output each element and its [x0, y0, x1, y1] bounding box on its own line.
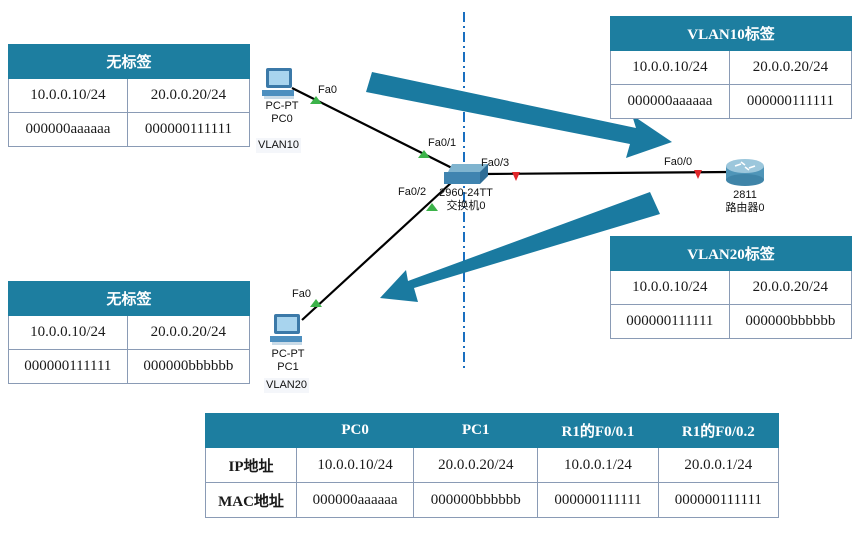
link-switch-router[interactable] [483, 170, 731, 176]
frame-dst-mac: 000000111111 [126, 112, 251, 147]
frame-src-mac: 000000aaaaaa [8, 112, 128, 147]
router-model-label: 2811 [733, 189, 757, 201]
frame-src-mac: 000000aaaaaa [610, 84, 730, 119]
arrow-to-router [366, 72, 672, 158]
router-port-label: Fa0/0 [664, 156, 693, 168]
row-label: MAC地址 [205, 482, 297, 518]
arrow-to-pc1 [380, 192, 660, 302]
table-cell: 000000aaaaaa [295, 482, 415, 518]
frame-dst-ip: 10.0.0.10/24 [8, 315, 128, 350]
table-cell: 000000111111 [537, 482, 659, 518]
address-table-header: R1的F0/0.1 [537, 413, 659, 448]
pc1-name-label: PC1 [277, 361, 299, 373]
table-cell: 20.0.0.1/24 [657, 447, 780, 483]
frame-src-mac: 000000111111 [610, 304, 730, 339]
table-row: MAC地址 000000aaaaaa 000000bbbbbb 00000011… [205, 482, 780, 518]
frame-title: 无标签 [8, 281, 250, 316]
frame-dst-ip: 10.0.0.10/24 [8, 78, 128, 113]
address-table-header: PC1 [413, 413, 539, 448]
pc0-vlan-label: VLAN10 [256, 138, 301, 153]
frame-src-ip: 20.0.0.20/24 [126, 315, 251, 350]
table-cell: 000000111111 [657, 482, 780, 518]
frame-dst-mac: 000000111111 [728, 84, 853, 119]
table-cell: 10.0.0.10/24 [295, 447, 415, 483]
pc1-model-label: PC-PT [271, 348, 305, 360]
pc1-icon[interactable] [270, 314, 302, 345]
link-up-indicator [418, 150, 430, 158]
router-name-label: 路由器0 [725, 202, 765, 214]
frame-title: VLAN20标签 [610, 236, 852, 271]
frame-title: 无标签 [8, 44, 250, 79]
pc0-port-label: Fa0 [318, 84, 337, 96]
address-table-header: R1的F0/0.2 [657, 413, 780, 448]
pc1-port-label: Fa0 [292, 288, 311, 300]
link-up-indicator [426, 203, 438, 211]
frame-src-ip: 20.0.0.20/24 [126, 78, 251, 113]
link-up-indicator [310, 299, 322, 307]
pc1-vlan-label: VLAN20 [264, 378, 309, 393]
table-row: IP地址 10.0.0.10/24 20.0.0.20/24 10.0.0.1/… [205, 447, 780, 483]
switch-port-fa02-label: Fa0/2 [398, 186, 427, 198]
switch-port-fa01-label: Fa0/1 [428, 137, 457, 149]
frame-title: VLAN10标签 [610, 16, 852, 51]
table-cell: 000000bbbbbb [413, 482, 539, 518]
pc0-model-label: PC-PT [265, 100, 299, 112]
link-down-indicator [512, 172, 520, 181]
frame-src-ip: 20.0.0.20/24 [728, 270, 853, 305]
frame-dst-mac: 000000bbbbbb [126, 349, 251, 384]
pc0-name-label: PC0 [271, 113, 293, 125]
frame-dst-mac: 000000bbbbbb [728, 304, 853, 339]
switch-name-label: 交换机0 [446, 200, 486, 212]
link-up-indicator [310, 96, 322, 104]
switch-icon[interactable] [444, 164, 488, 184]
table-cell: 20.0.0.20/24 [413, 447, 539, 483]
frame-src-ip: 20.0.0.20/24 [728, 50, 853, 85]
router-icon[interactable] [726, 159, 764, 186]
frame-dst-ip: 10.0.0.10/24 [610, 50, 730, 85]
switch-model-label: 2960-24TT [439, 187, 493, 199]
address-table-header [205, 413, 297, 448]
frame-dst-ip: 10.0.0.10/24 [610, 270, 730, 305]
row-label: IP地址 [205, 447, 297, 483]
address-table-header: PC0 [295, 413, 415, 448]
address-table: PC0 PC1 R1的F0/0.1 R1的F0/0.2 IP地址 10.0.0.… [205, 413, 780, 518]
link-pc1-switch[interactable] [301, 181, 453, 321]
link-down-indicator [694, 170, 702, 179]
frame-src-mac: 000000111111 [8, 349, 128, 384]
pc0-icon[interactable] [262, 68, 294, 99]
table-cell: 10.0.0.1/24 [537, 447, 659, 483]
switch-port-fa03-label: Fa0/3 [481, 157, 510, 169]
